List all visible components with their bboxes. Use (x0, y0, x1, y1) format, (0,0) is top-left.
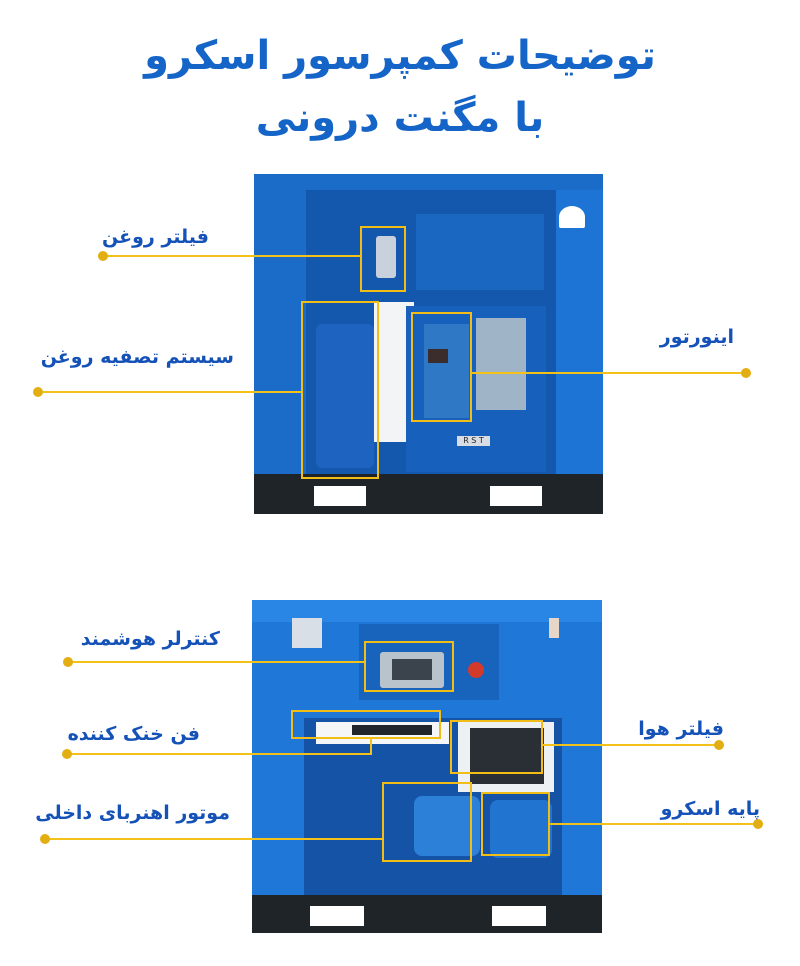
fan-shroud (352, 725, 432, 735)
callout-dot-cooling-fan (62, 749, 72, 759)
base-frame (254, 474, 603, 514)
side-panel (556, 190, 603, 474)
warning-sticker (549, 618, 559, 638)
callout-label-oil-separator: سیستم تصفیه روغن (40, 346, 234, 368)
highlight-cooling-fan (291, 710, 441, 739)
motor (414, 796, 480, 856)
callout-dot-inverter (741, 368, 751, 378)
callout-label-screw-base: پایه اسکرو (660, 798, 760, 820)
air-filter-housing (470, 728, 544, 784)
inverter-unit (424, 324, 469, 418)
callout-line-air-filter (541, 744, 719, 746)
top-band (252, 600, 602, 622)
terminal-block: R S T (457, 436, 490, 446)
callout-label-cooling-fan: فن خنک کننده (67, 723, 200, 745)
highlight-oil-filter (360, 226, 406, 292)
forklift-slot-right (490, 486, 542, 506)
callout-dot-oil-filter (98, 251, 108, 261)
highlight-inverter (411, 312, 472, 422)
forklift-slot-left (310, 906, 364, 926)
callout-label-air-filter: فیلتر هوا (638, 718, 724, 740)
emergency-stop-button (468, 662, 484, 678)
inverter-display (428, 349, 448, 363)
page-title-line2: با مگنت درونی (255, 95, 545, 141)
callout-dot-smart-controller (63, 657, 73, 667)
callout-dot-screw-base (753, 819, 763, 829)
callout-line-cooling-fan-riser (370, 738, 372, 754)
callout-dot-air-filter (714, 740, 724, 750)
highlight-air-filter (450, 720, 543, 774)
compressor-top-image: R S T (254, 174, 603, 514)
callout-label-inverter: اینورتور (659, 326, 734, 348)
callout-line-oil-filter (104, 255, 362, 257)
terminal-text: R S T (463, 436, 484, 445)
callout-line-oil-separator (38, 391, 303, 393)
highlight-smart-controller (364, 641, 454, 692)
callout-label-smart-controller: کنترلر هوشمند (80, 628, 220, 650)
callout-line-screw-base (548, 823, 758, 825)
forklift-slot-left (314, 486, 366, 506)
screw-airend (490, 800, 552, 858)
highlight-screw-base (481, 792, 550, 856)
callout-line-inverter (470, 372, 746, 374)
highlight-pm-motor (382, 782, 472, 862)
callout-line-pm-motor (44, 838, 384, 840)
spec-plate (292, 618, 322, 648)
callout-dot-oil-separator (33, 387, 43, 397)
forklift-slot-right (492, 906, 546, 926)
callout-line-smart-controller (68, 661, 366, 663)
brand-logo (559, 206, 585, 228)
callout-line-cooling-fan (66, 753, 372, 755)
highlight-oil-separator (301, 301, 379, 479)
compressor-bottom-image (252, 600, 602, 933)
callout-label-oil-filter: فیلتر روغن (102, 226, 209, 248)
callout-label-pm-motor: موتور اهنربای داخلی (35, 802, 230, 824)
oil-filter-canister (376, 236, 396, 278)
relay-panel (476, 318, 526, 410)
base-frame (252, 895, 602, 933)
page-title-line1: توضیحات کمپرسور اسکرو (144, 33, 656, 79)
cooler-box (416, 214, 544, 290)
oil-tank (316, 324, 374, 468)
controller-screen (392, 659, 432, 680)
callout-dot-pm-motor (40, 834, 50, 844)
